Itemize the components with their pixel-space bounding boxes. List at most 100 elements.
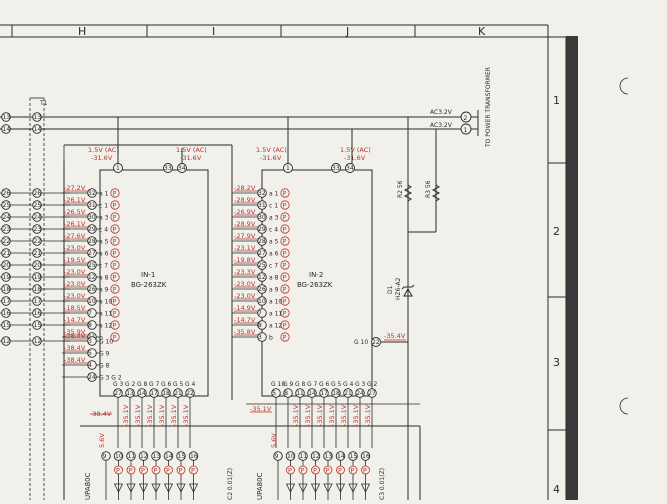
in2-bottom-pin: 17 bbox=[320, 390, 328, 397]
left-connector-pin-label: 21 bbox=[34, 250, 42, 257]
left-connector-pin bbox=[32, 188, 42, 198]
left-connector-pin bbox=[32, 260, 42, 270]
in1Rows-seg-label: c 1 bbox=[99, 202, 108, 209]
left-connector-pin-label: 25 bbox=[34, 202, 42, 209]
left-connector-pin-label: 24 bbox=[3, 214, 11, 221]
diode-part: HZ6-A2 bbox=[395, 277, 402, 300]
left-connector-pin-label: 26 bbox=[34, 190, 42, 197]
left-connector-pin-label: 17 bbox=[3, 298, 11, 305]
lowerLeft-p-mark: P bbox=[191, 466, 195, 474]
lowerRight-p-mark: P bbox=[301, 466, 305, 474]
in2Rows-voltage: -28.9V bbox=[234, 220, 256, 228]
in2Rows-voltage: -28.9V bbox=[234, 196, 256, 204]
in2-bottom-voltage: -35.1V bbox=[328, 404, 336, 426]
in2Rows-p-mark: P bbox=[283, 249, 287, 257]
in2-bottom-voltage: -35.1V bbox=[352, 404, 360, 426]
in2Rows-p-mark: P bbox=[283, 333, 287, 341]
left-connector-pin bbox=[32, 296, 42, 306]
in2-bottom-grid: G 2 bbox=[367, 381, 378, 388]
in2Rows-voltage: -27.9V bbox=[234, 232, 256, 240]
in2Rows-voltage: -23.0V bbox=[234, 292, 256, 300]
in2-g10-voltage: -35.4V bbox=[384, 332, 406, 340]
in2Rows-voltage: -28.2V bbox=[234, 184, 256, 192]
in2Rows-seg-label: a 3 bbox=[269, 214, 279, 221]
in2-bottom-pin: 21 bbox=[344, 390, 352, 397]
left-connector-pin-label: 13 bbox=[3, 114, 11, 121]
resistor-r2 bbox=[403, 184, 413, 202]
in2Rows-p-mark: P bbox=[283, 237, 287, 245]
left-connector-pin-label: 12 bbox=[34, 338, 42, 345]
in2-bottom-grid: G 4 bbox=[343, 381, 354, 388]
in2Rows-pin bbox=[257, 260, 267, 270]
grid-col-k: K bbox=[478, 25, 486, 38]
left-connector-pin bbox=[32, 124, 42, 134]
in2-g10-label: G 10 bbox=[354, 339, 368, 346]
in2-bottom-grid: G 10 bbox=[271, 381, 285, 388]
lower-left-ic-label: UPA80C bbox=[84, 472, 92, 500]
left-connector-pin bbox=[1, 212, 11, 222]
in2Rows-p-mark: P bbox=[283, 297, 287, 305]
left-connector-pin bbox=[32, 284, 42, 294]
in1-bottom-grid: G 7 bbox=[149, 381, 160, 388]
inverter-icon bbox=[126, 483, 136, 493]
grid-col-h: H bbox=[78, 25, 86, 38]
inverter-icon bbox=[298, 483, 308, 493]
in1-bottom-voltage: -35.1V bbox=[182, 404, 190, 426]
in1-bottom-grid: G 8 bbox=[137, 381, 148, 388]
in2-bottom-grid: G 9 bbox=[283, 381, 294, 388]
in1Rows-voltage: -14.7V bbox=[64, 316, 86, 324]
left-connector-pin-label: 16 bbox=[3, 310, 11, 317]
in1Rows-pin bbox=[87, 260, 97, 270]
left-connector-pin bbox=[1, 236, 11, 246]
in1Rows-pin-label: 25 bbox=[88, 262, 96, 269]
in1Rows-pin-label: 26 bbox=[88, 286, 96, 293]
in1Rows-seg-label: c 7 bbox=[99, 262, 108, 269]
in2Rows-seg-label: c 7 bbox=[269, 262, 278, 269]
in2Rows-pin-label: 12 bbox=[258, 274, 266, 281]
left-connector-pin-label: 22 bbox=[3, 238, 11, 245]
in1Rows-seg-label: a 9 bbox=[99, 286, 109, 293]
in2Rows-voltage: -19.8V bbox=[234, 256, 256, 264]
in2-bottom-pin: 5 bbox=[272, 390, 276, 397]
transformer-label: T1 bbox=[39, 100, 48, 107]
in2Rows-p-mark: P bbox=[283, 309, 287, 317]
left-connector-pin bbox=[32, 112, 42, 122]
in1-bottom-pin: 17 bbox=[150, 390, 158, 397]
in1Rows-pin bbox=[87, 248, 97, 258]
binder-hole-1 bbox=[619, 77, 629, 95]
in1Rows-p-mark: P bbox=[113, 225, 117, 233]
in2Rows-pin bbox=[257, 272, 267, 282]
in1Rows-seg-label: a 6 bbox=[99, 250, 109, 257]
in1Rows-seg-label: a 8 bbox=[99, 274, 109, 281]
in1-bottom-pin: 21 bbox=[174, 390, 182, 397]
grid-col-j: J bbox=[345, 25, 349, 38]
lowerLeft-p-mark: P bbox=[141, 466, 145, 474]
in1Rows-pin-label: 12 bbox=[88, 274, 96, 281]
grid-row-2: 2 bbox=[553, 225, 560, 238]
in2Rows-voltage: -23.3V bbox=[234, 268, 256, 276]
left-connector-pin bbox=[32, 308, 42, 318]
in1Rows-voltage: -18.5V bbox=[64, 304, 86, 312]
in2Rows-pin-label: 31 bbox=[258, 202, 266, 209]
in1Rows-pin-label: 8 bbox=[88, 322, 92, 329]
in1Rows-voltage: -38.4V bbox=[64, 356, 86, 364]
left-connector-pin bbox=[1, 124, 11, 134]
inverter-icon bbox=[113, 483, 124, 493]
in2Rows-p-mark: P bbox=[283, 285, 287, 293]
left-connector-pin-label: 17 bbox=[34, 298, 42, 305]
lowerLeft-p-mark: P bbox=[154, 466, 158, 474]
in1Rows-seg-label: a 11 bbox=[99, 310, 112, 317]
in1Rows-voltage: -38.4V bbox=[64, 344, 86, 352]
in1Rows-seg-label: b bbox=[99, 334, 103, 341]
in2-bottom-voltage: -35.1V bbox=[364, 404, 372, 426]
left-connector-pin-label: 12 bbox=[3, 338, 11, 345]
in1-supply-2: -31.6V bbox=[91, 154, 113, 162]
ac-label-1: AC3.2V bbox=[430, 109, 453, 116]
in2Rows-pin bbox=[257, 200, 267, 210]
in1-bottom-grid: G 4 bbox=[185, 381, 196, 388]
